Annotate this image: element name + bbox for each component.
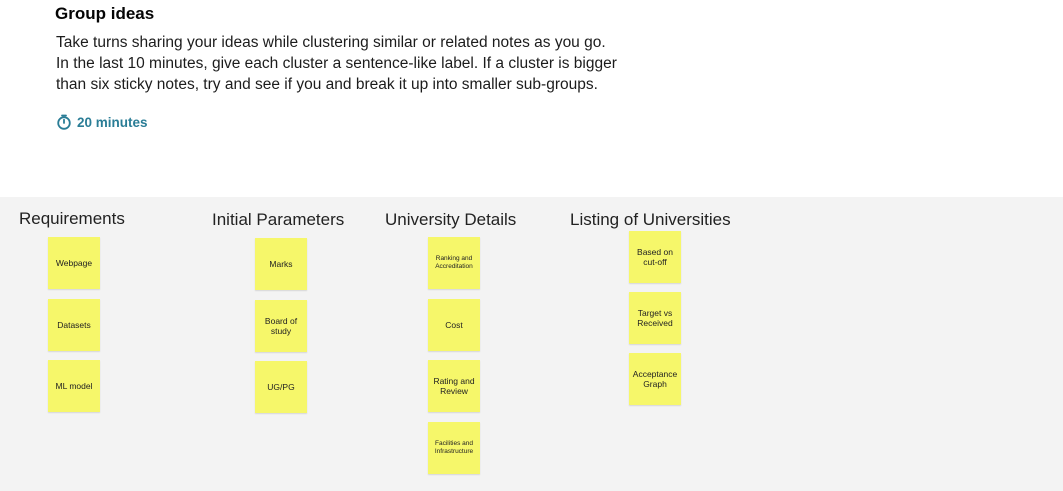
description-line: Take turns sharing your ideas while clus… bbox=[56, 34, 606, 51]
timer-label: 20 minutes bbox=[77, 114, 148, 130]
activity-description: Take turns sharing your ideas while clus… bbox=[56, 32, 696, 95]
cluster-label-listing-of-universities[interactable]: Listing of Universities bbox=[570, 210, 731, 229]
description-line: than six sticky notes, try and see if yo… bbox=[56, 76, 598, 93]
sticky-note[interactable]: Target vs Received bbox=[629, 292, 681, 344]
sticky-note[interactable]: Datasets bbox=[48, 299, 100, 351]
sticky-note[interactable]: Ranking and Accreditation bbox=[428, 237, 480, 289]
timer[interactable]: 20 minutes bbox=[56, 114, 148, 130]
sticky-note[interactable]: Cost bbox=[428, 299, 480, 351]
sticky-note[interactable]: Based on cut-off bbox=[629, 231, 681, 283]
sticky-note[interactable]: UG/PG bbox=[255, 361, 307, 413]
sticky-note[interactable]: Rating and Review bbox=[428, 360, 480, 412]
activity-title: Group ideas bbox=[55, 4, 155, 23]
sticky-note[interactable]: ML model bbox=[48, 360, 100, 412]
activity-instructions: Group ideas Take turns sharing your idea… bbox=[55, 4, 696, 95]
stopwatch-icon bbox=[56, 114, 72, 130]
cluster-label-requirements[interactable]: Requirements bbox=[19, 209, 125, 228]
sticky-note[interactable]: Board of study bbox=[255, 300, 307, 352]
cluster-label-university-details[interactable]: University Details bbox=[385, 210, 517, 229]
sticky-note[interactable]: Webpage bbox=[48, 237, 100, 289]
sticky-note[interactable]: Acceptance Graph bbox=[629, 353, 681, 405]
cluster-label-initial-parameters[interactable]: Initial Parameters bbox=[212, 210, 345, 229]
description-line: In the last 10 minutes, give each cluste… bbox=[56, 55, 617, 72]
grouping-board[interactable]: Requirements Webpage Datasets ML model I… bbox=[0, 197, 1063, 491]
sticky-note[interactable]: Facilities and Infrastructure bbox=[428, 422, 480, 474]
sticky-note[interactable]: Marks bbox=[255, 238, 307, 290]
